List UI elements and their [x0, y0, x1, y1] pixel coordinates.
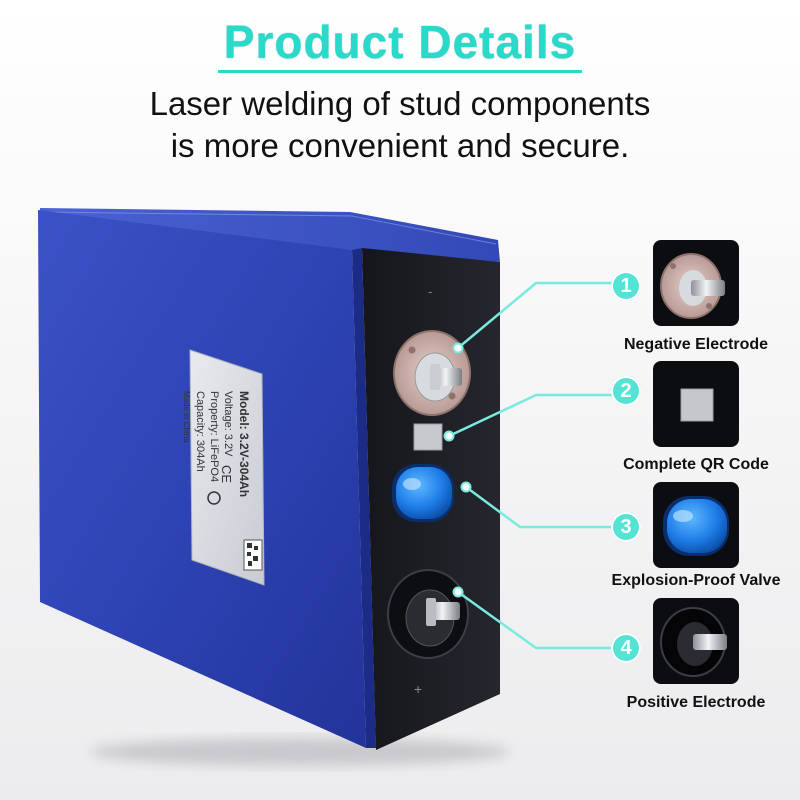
positive-terminal-icon	[387, 569, 469, 659]
callout-badge-1: 1	[611, 271, 641, 301]
label-voltage: Voltage: 3.2V	[222, 391, 234, 457]
qr-code-icon	[680, 388, 714, 422]
page-title: Product Details	[217, 14, 583, 73]
callout-badge-2: 2	[611, 376, 641, 406]
callout-label-qr-code: Complete QR Code	[623, 456, 769, 473]
label-model: Model: 3.2V-304Ah	[237, 391, 251, 497]
connector-dot-3	[460, 481, 472, 493]
sticker-qr-icon	[243, 539, 263, 571]
thumbnail-positive-electrode	[653, 598, 739, 684]
label-capacity: Capacity: 304Ah	[194, 391, 206, 472]
connector-line-3	[465, 485, 612, 529]
callout-label-explosion-valve: Explosion-Proof Valve	[611, 572, 781, 589]
positive-mark: +	[414, 681, 422, 697]
negative-mark: -	[428, 284, 432, 299]
label-origin: Made in China	[182, 391, 191, 443]
label-property: Property: LiFePO4	[208, 391, 220, 482]
recycle-icon	[207, 491, 221, 505]
connector-dot-2	[443, 430, 455, 442]
thumbnail-qr-code	[653, 361, 739, 447]
callout-badge-3: 3	[611, 512, 641, 542]
battery-label-sticker	[189, 349, 265, 586]
thumbnail-explosion-valve	[653, 482, 739, 568]
connector-line-1	[457, 281, 612, 349]
positive-terminal-icon	[660, 607, 727, 677]
connector-dot-4	[452, 586, 464, 598]
callout-label-positive-electrode: Positive Electrode	[626, 694, 766, 711]
headline: Product Details	[0, 14, 800, 73]
subtitle-line-2: is more convenient and secure.	[170, 127, 630, 164]
callout-label-negative-electrode: Negative Electrode	[623, 336, 769, 353]
negative-terminal-icon	[660, 253, 725, 319]
callout-badge-4: 4	[611, 633, 641, 663]
subtitle-line-1: Laser welding of stud components	[149, 85, 651, 122]
connector-line-4	[457, 590, 612, 650]
battery-top-face	[40, 208, 500, 262]
qr-code-icon	[413, 423, 443, 451]
ce-mark-icon: CE	[219, 465, 234, 483]
thumbnail-negative-electrode	[653, 240, 739, 326]
negative-terminal-icon	[393, 330, 471, 416]
explosion-valve-icon	[663, 496, 729, 556]
ground-shadow	[90, 738, 510, 766]
connector-line-2	[448, 393, 612, 438]
connector-dot-1	[452, 342, 464, 354]
explosion-valve-icon	[392, 464, 454, 522]
